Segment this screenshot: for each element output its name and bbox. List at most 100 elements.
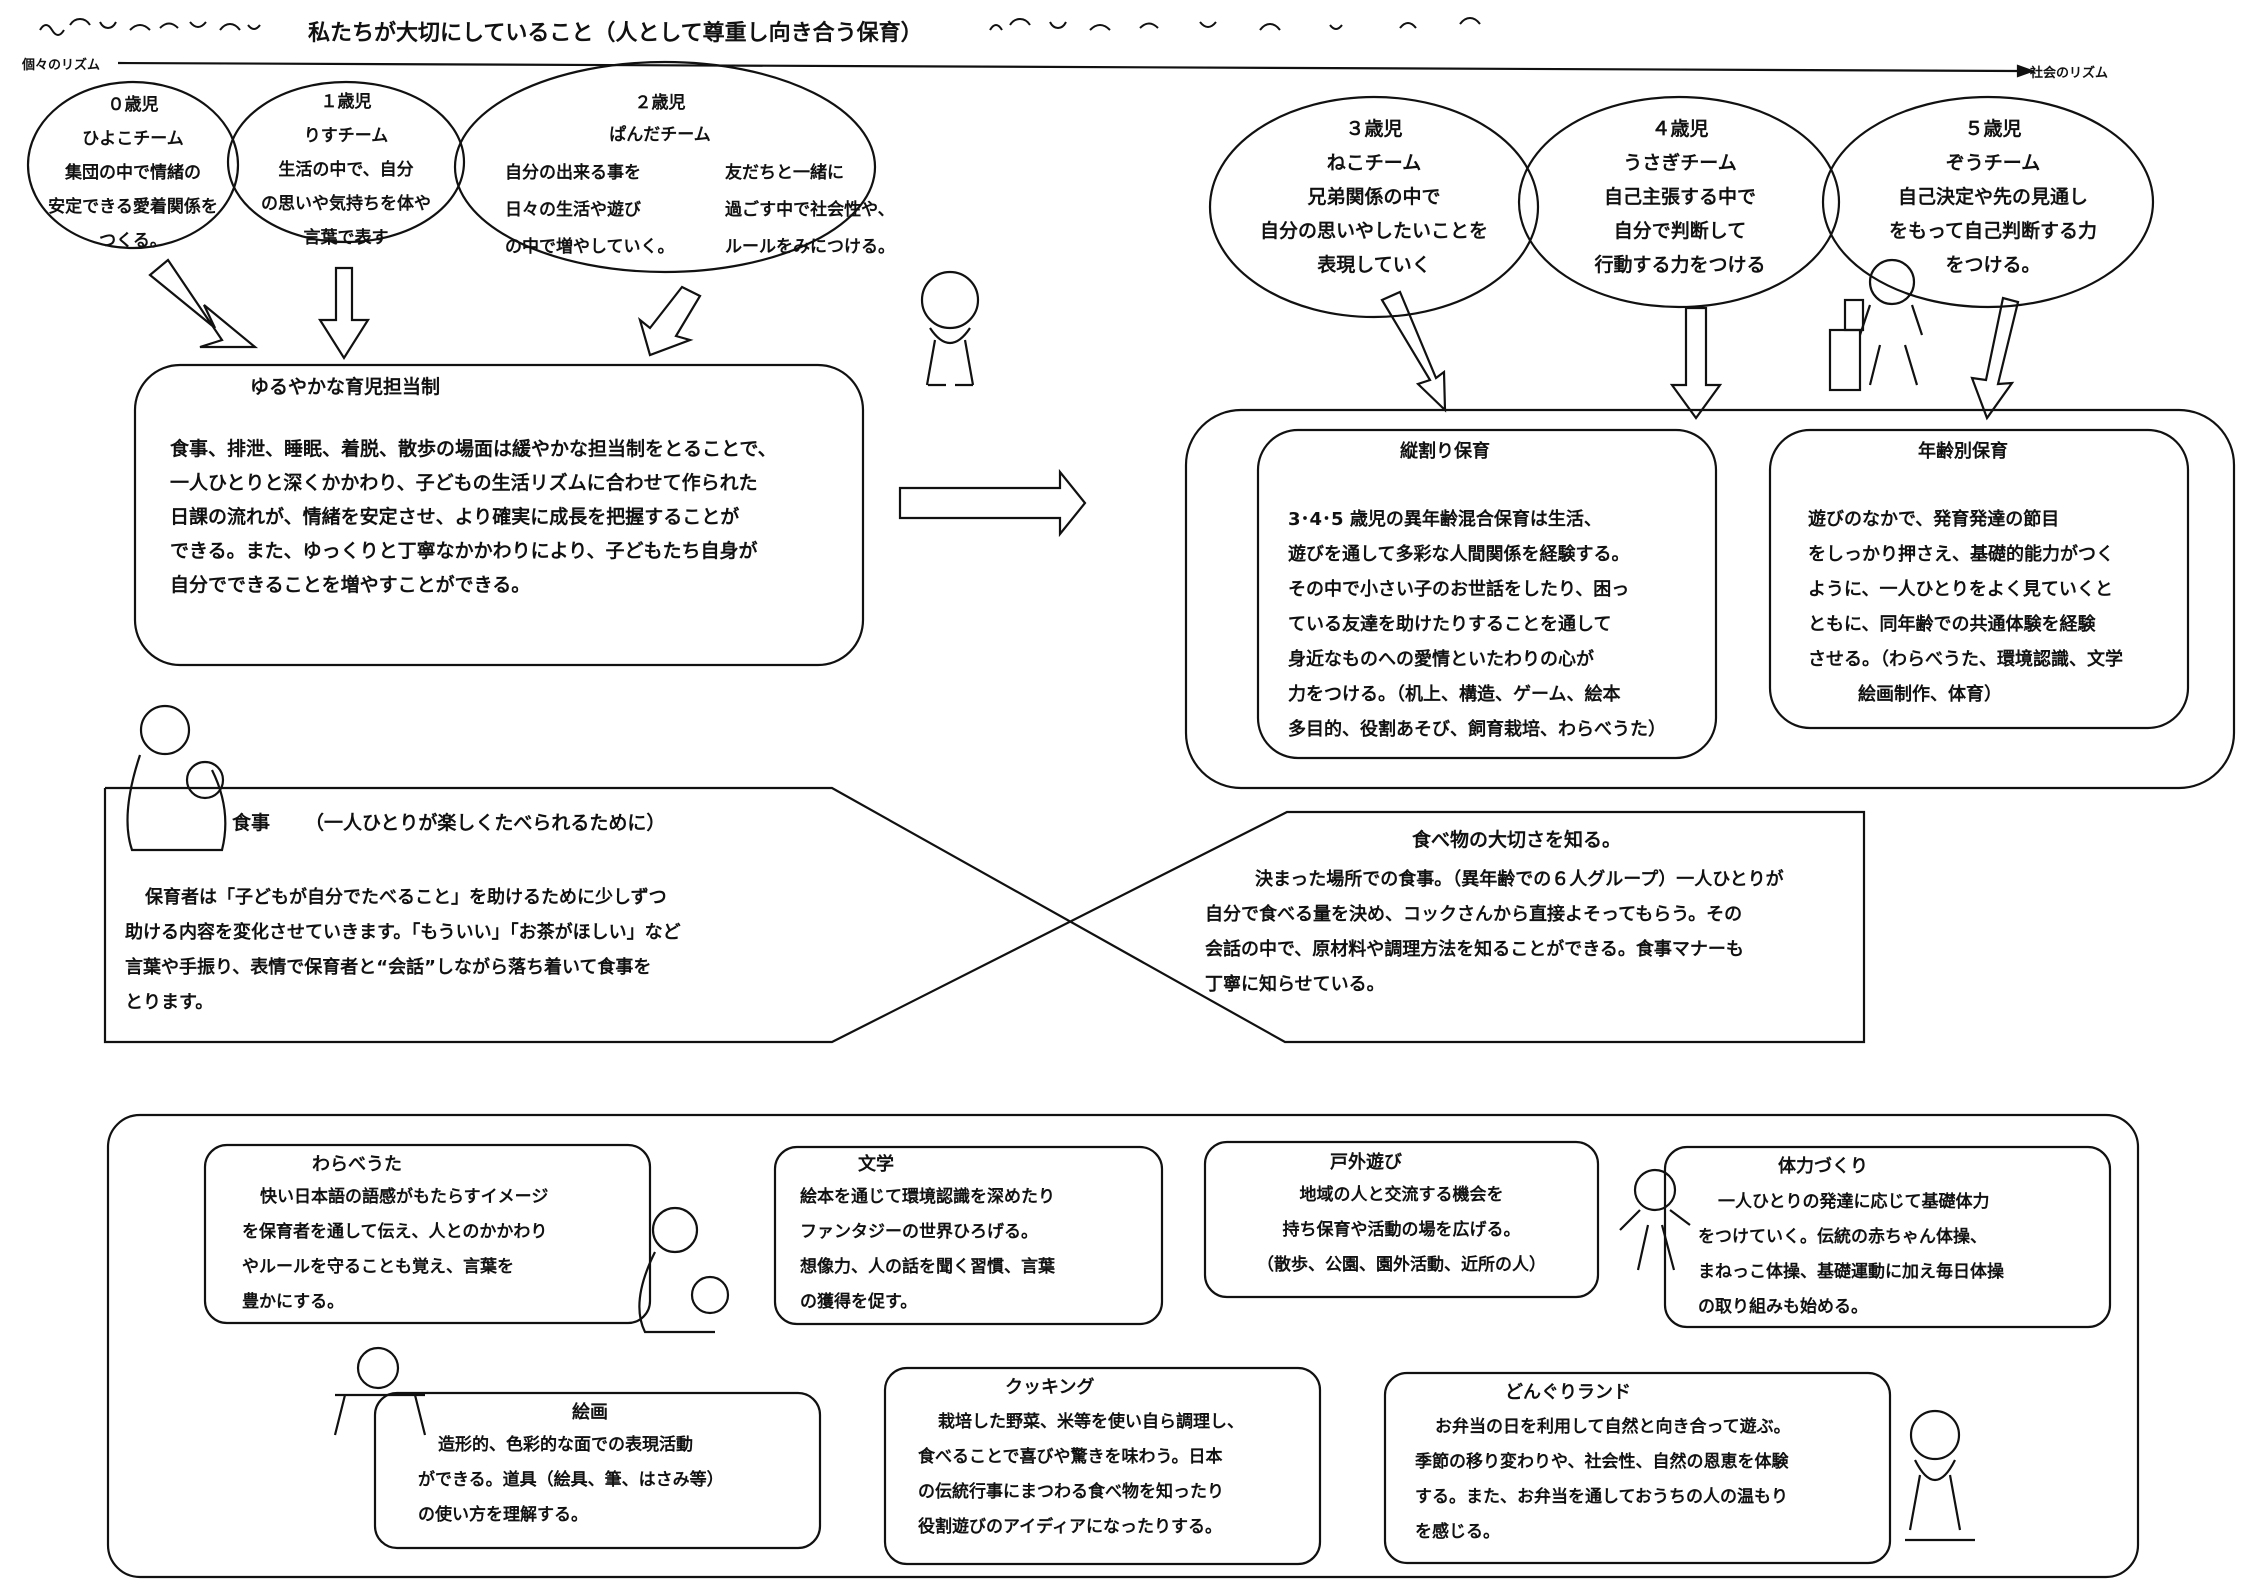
donguri-line: する。また、お弁当を通しておうちの人の温もり [1415, 1487, 1788, 1507]
donguri-box [1383, 1371, 1892, 1565]
upper-right-frame [1184, 408, 2236, 790]
tatewari-body: 3･4･5 歳児の異年齢混合保育は生活、 遊びを通して多彩な人間関係を経験する。… [1288, 502, 1666, 747]
arrow-age4 [1669, 306, 1723, 420]
donguri-line: お弁当の日を利用して自然と向き合って遊ぶ。 [1435, 1417, 1791, 1437]
nenreibetsu-line: ように、一人ひとりをよく見ていくと [1808, 579, 2113, 600]
age2-right-line: ルールをみにつける。 [725, 237, 895, 257]
tatewari-line: 3･4･5 歳児の異年齢混合保育は生活、 [1288, 509, 1602, 530]
warabeuta-line: 快い日本語の語感がもたらすイメージ [260, 1187, 549, 1207]
rhythm-left-label: 個々のリズム [22, 58, 101, 73]
age2-right-text: 友だちと一緒に 過ごす中で社会性や、 ルールをみにつける。 [725, 155, 895, 266]
cooking-line: 役割遊びのアイディアになったりする。 [918, 1517, 1222, 1537]
bungaku-line: 絵本を通じて環境認識を深めたり [800, 1187, 1055, 1207]
child-with-blocks-icon [1828, 258, 1924, 392]
shokuji-line: とります。 [125, 992, 214, 1013]
arrow-age5 [1970, 296, 2020, 421]
nenreibetsu-body: 遊びのなかで、発育発達の節目 をしっかり押さえ、基礎的能力がつく ように、一人ひ… [1808, 502, 2123, 712]
tabemono-line: 丁寧に知らせている。 [1205, 974, 1385, 995]
tabemono-title: 食べ物の大切さを知る。 [1412, 829, 1622, 851]
cooking-body: 栽培した野菜、米等を使い自ら調理し、 食べることで喜びや驚きを味わう。日本 の伝… [918, 1405, 1244, 1545]
age4-ellipse [1517, 95, 1841, 309]
bungaku-title: 文学 [858, 1154, 894, 1175]
donguri-line: を感じる。 [1415, 1522, 1500, 1542]
food-x-outline [103, 786, 1866, 1044]
tairyoku-title: 体力づくり [1778, 1156, 1868, 1177]
caregiver-singing-icon [638, 1206, 730, 1334]
flower-garland-decoration [39, 17, 1481, 36]
kogai-line: （散歩、公園、園外活動、近所の人） [1257, 1255, 1546, 1275]
arrow-age1 [318, 266, 370, 361]
nenreibetsu-line: 絵画制作、体育） [1858, 684, 2002, 705]
age0-ellipse-text: ０歳児 ひよこチーム 集団の中で情緒の 安定できる愛着関係を つくる。 [28, 88, 238, 258]
kogai-title: 戸外遊び [1330, 1152, 1402, 1173]
age2-age: ２歳児 [634, 93, 686, 113]
age2-left-line: 自分の出来る事を [505, 163, 641, 183]
age3-line: 兄弟関係の中で [1307, 186, 1441, 208]
kaiga-body: 造形的、色彩的な面での表現活動 ができる。道具（絵具、筆、はさみ等） の使い方を… [418, 1428, 724, 1533]
yuruyaka-line: できる。また、ゆっくりと丁寧なかかわりにより、子どもたち自身が [170, 540, 758, 562]
tairyoku-line: をつけていく。伝統の赤ちゃん体操、 [1698, 1227, 1987, 1247]
donguri-line: 季節の移り変わりや、社会性、自然の恩恵を体験 [1415, 1452, 1789, 1472]
yuruyaka-title: ゆるやかな育児担当制 [250, 376, 441, 398]
age0-ellipse [26, 80, 240, 250]
kogai-body: 地域の人と交流する機会を 持ち保育や活動の場を広げる。 （散歩、公園、園外活動、… [1205, 1178, 1598, 1283]
age5-line: をもって自己判断する力 [1888, 220, 2098, 242]
nenreibetsu-line: ともに、同年齢での共通体験を経験 [1808, 614, 2096, 635]
yuruyaka-line: 自分でできることを増やすことができる。 [170, 574, 531, 596]
child-cooking-icon [1905, 1409, 1975, 1542]
kaiga-title: 絵画 [572, 1402, 608, 1423]
age2-right-line: 友だちと一緒に [725, 163, 844, 183]
age3-line: 自分の思いやしたいことを [1259, 220, 1488, 242]
shokuji-title: 食事 [232, 812, 271, 834]
age0-age: ０歳児 [107, 95, 159, 115]
tairyoku-line: まねっこ体操、基礎運動に加え毎日体操 [1698, 1262, 2004, 1282]
age0-line: 集団の中で情緒の [65, 163, 201, 183]
age3-team: ねこチーム [1326, 152, 1422, 174]
bungaku-line: の獲得を促す。 [800, 1292, 918, 1312]
bungaku-line: 想像力、人の話を聞く習慣、言葉 [800, 1257, 1055, 1277]
tatewari-line: 遊びを通して多彩な人間関係を経験する。 [1288, 544, 1630, 565]
age3-ellipse-text: ３歳児 ねこチーム 兄弟関係の中で 自分の思いやしたいことを 表現していく [1214, 112, 1534, 282]
nenreibetsu-title: 年齢別保育 [1918, 441, 2008, 462]
tairyoku-line: の取り組みも始める。 [1698, 1297, 1868, 1317]
page-title: 私たちが大切にしていること（人として尊重し向き合う保育） [308, 21, 923, 46]
kogai-box [1203, 1140, 1600, 1299]
warabeuta-line: 豊かにする。 [242, 1292, 345, 1312]
tatewari-box [1256, 428, 1718, 760]
kaiga-line: 造形的、色彩的な面での表現活動 [438, 1435, 693, 1455]
age4-line: 自分で判断して [1613, 220, 1747, 242]
activities-frame [106, 1113, 2140, 1579]
age3-age: ３歳児 [1345, 118, 1403, 140]
age1-line: の思いや気持ちを体や [261, 194, 431, 214]
age5-line: をつける。 [1945, 254, 2041, 276]
warabeuta-title: わらべうた [312, 1154, 402, 1175]
age4-line: 行動する力をつける [1594, 254, 1766, 276]
cooking-box [883, 1366, 1322, 1566]
tabemono-line: 会話の中で、原材料や調理方法を知ることができる。食事マナーも [1205, 939, 1744, 960]
tatewari-line: その中で小さい子のお世話をしたり、困っ [1288, 579, 1630, 600]
cooking-title: クッキング [1005, 1377, 1095, 1398]
warabeuta-body: 快い日本語の語感がもたらすイメージ を保育者を通して伝え、人とのかかわり やルー… [242, 1180, 548, 1320]
donguri-body: お弁当の日を利用して自然と向き合って遊ぶ。 季節の移り変わりや、社会性、自然の恩… [1415, 1410, 1791, 1550]
kogai-line: 持ち保育や活動の場を広げる。 [1282, 1220, 1521, 1240]
rhythm-right-label: 社会のリズム [2030, 66, 2109, 81]
shokuji-body: 保育者は「子どもが自分でたべること」を助けるために少しずつ 助ける内容を変化させ… [125, 880, 681, 1020]
yuruyaka-line: 食事、排泄、睡眠、着脱、散歩の場面は緩やかな担当制をとることで、 [170, 438, 777, 460]
yuruyaka-line: 一人ひとりと深くかかわり、子どもの生活リズムに合わせて作られた [170, 472, 758, 494]
warabeuta-box [203, 1143, 652, 1325]
age0-line: つくる。 [99, 231, 167, 251]
nenreibetsu-line: をしっかり押さえ、基礎的能力がつく [1808, 544, 2114, 565]
age2-left-line: の中で増やしていく。 [505, 237, 675, 257]
age1-ellipse-text: １歳児 りすチーム 生活の中で、自分 の思いや気持ちを体や 言葉で表す [228, 85, 464, 255]
child-figure-icon [920, 270, 980, 387]
kogai-line: 地域の人と交流する機会を [1299, 1185, 1504, 1205]
age2-right-line: 過ごす中で社会性や、 [725, 200, 895, 220]
yuruyaka-line: 日課の流れが、情緒を安定させ、より確実に成長を把握することが [170, 506, 740, 528]
rhythm-axis-line [117, 61, 2019, 73]
shokuji-subtitle: （一人ひとりが楽しくたべられるために） [305, 812, 666, 834]
age1-team: りすチーム [303, 126, 389, 146]
cooking-line: 食べることで喜びや驚きを味わう。日本 [918, 1447, 1223, 1467]
age4-team: うさぎチーム [1623, 152, 1737, 174]
age5-ellipse-text: ５歳児 ぞうチーム 自己決定や先の見通し をもって自己判断する力 をつける。 [1833, 112, 2153, 282]
